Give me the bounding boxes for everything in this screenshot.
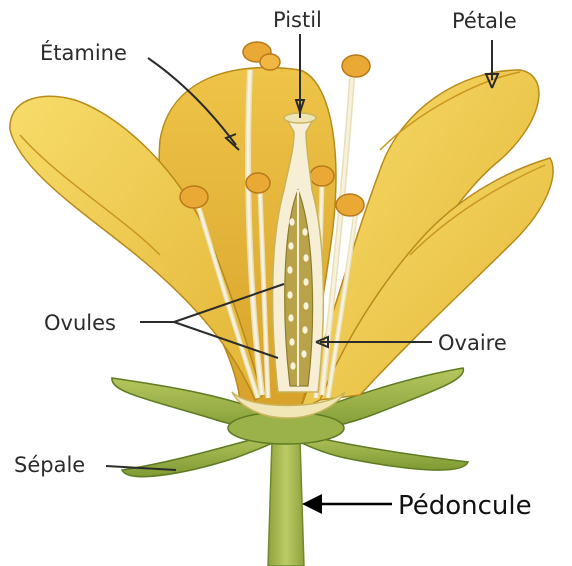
label-ovules: Ovules <box>44 311 116 335</box>
label-pedoncule: Pédoncule <box>398 491 532 521</box>
peduncle-stem <box>268 440 304 566</box>
label-etamine: Étamine <box>40 40 127 65</box>
pedoncule-arrow <box>302 494 322 514</box>
label-sepale: Sépale <box>14 453 85 477</box>
label-petale: Pétale <box>452 9 517 33</box>
label-pistil: Pistil <box>273 8 322 32</box>
label-ovaire: Ovaire <box>438 331 507 355</box>
